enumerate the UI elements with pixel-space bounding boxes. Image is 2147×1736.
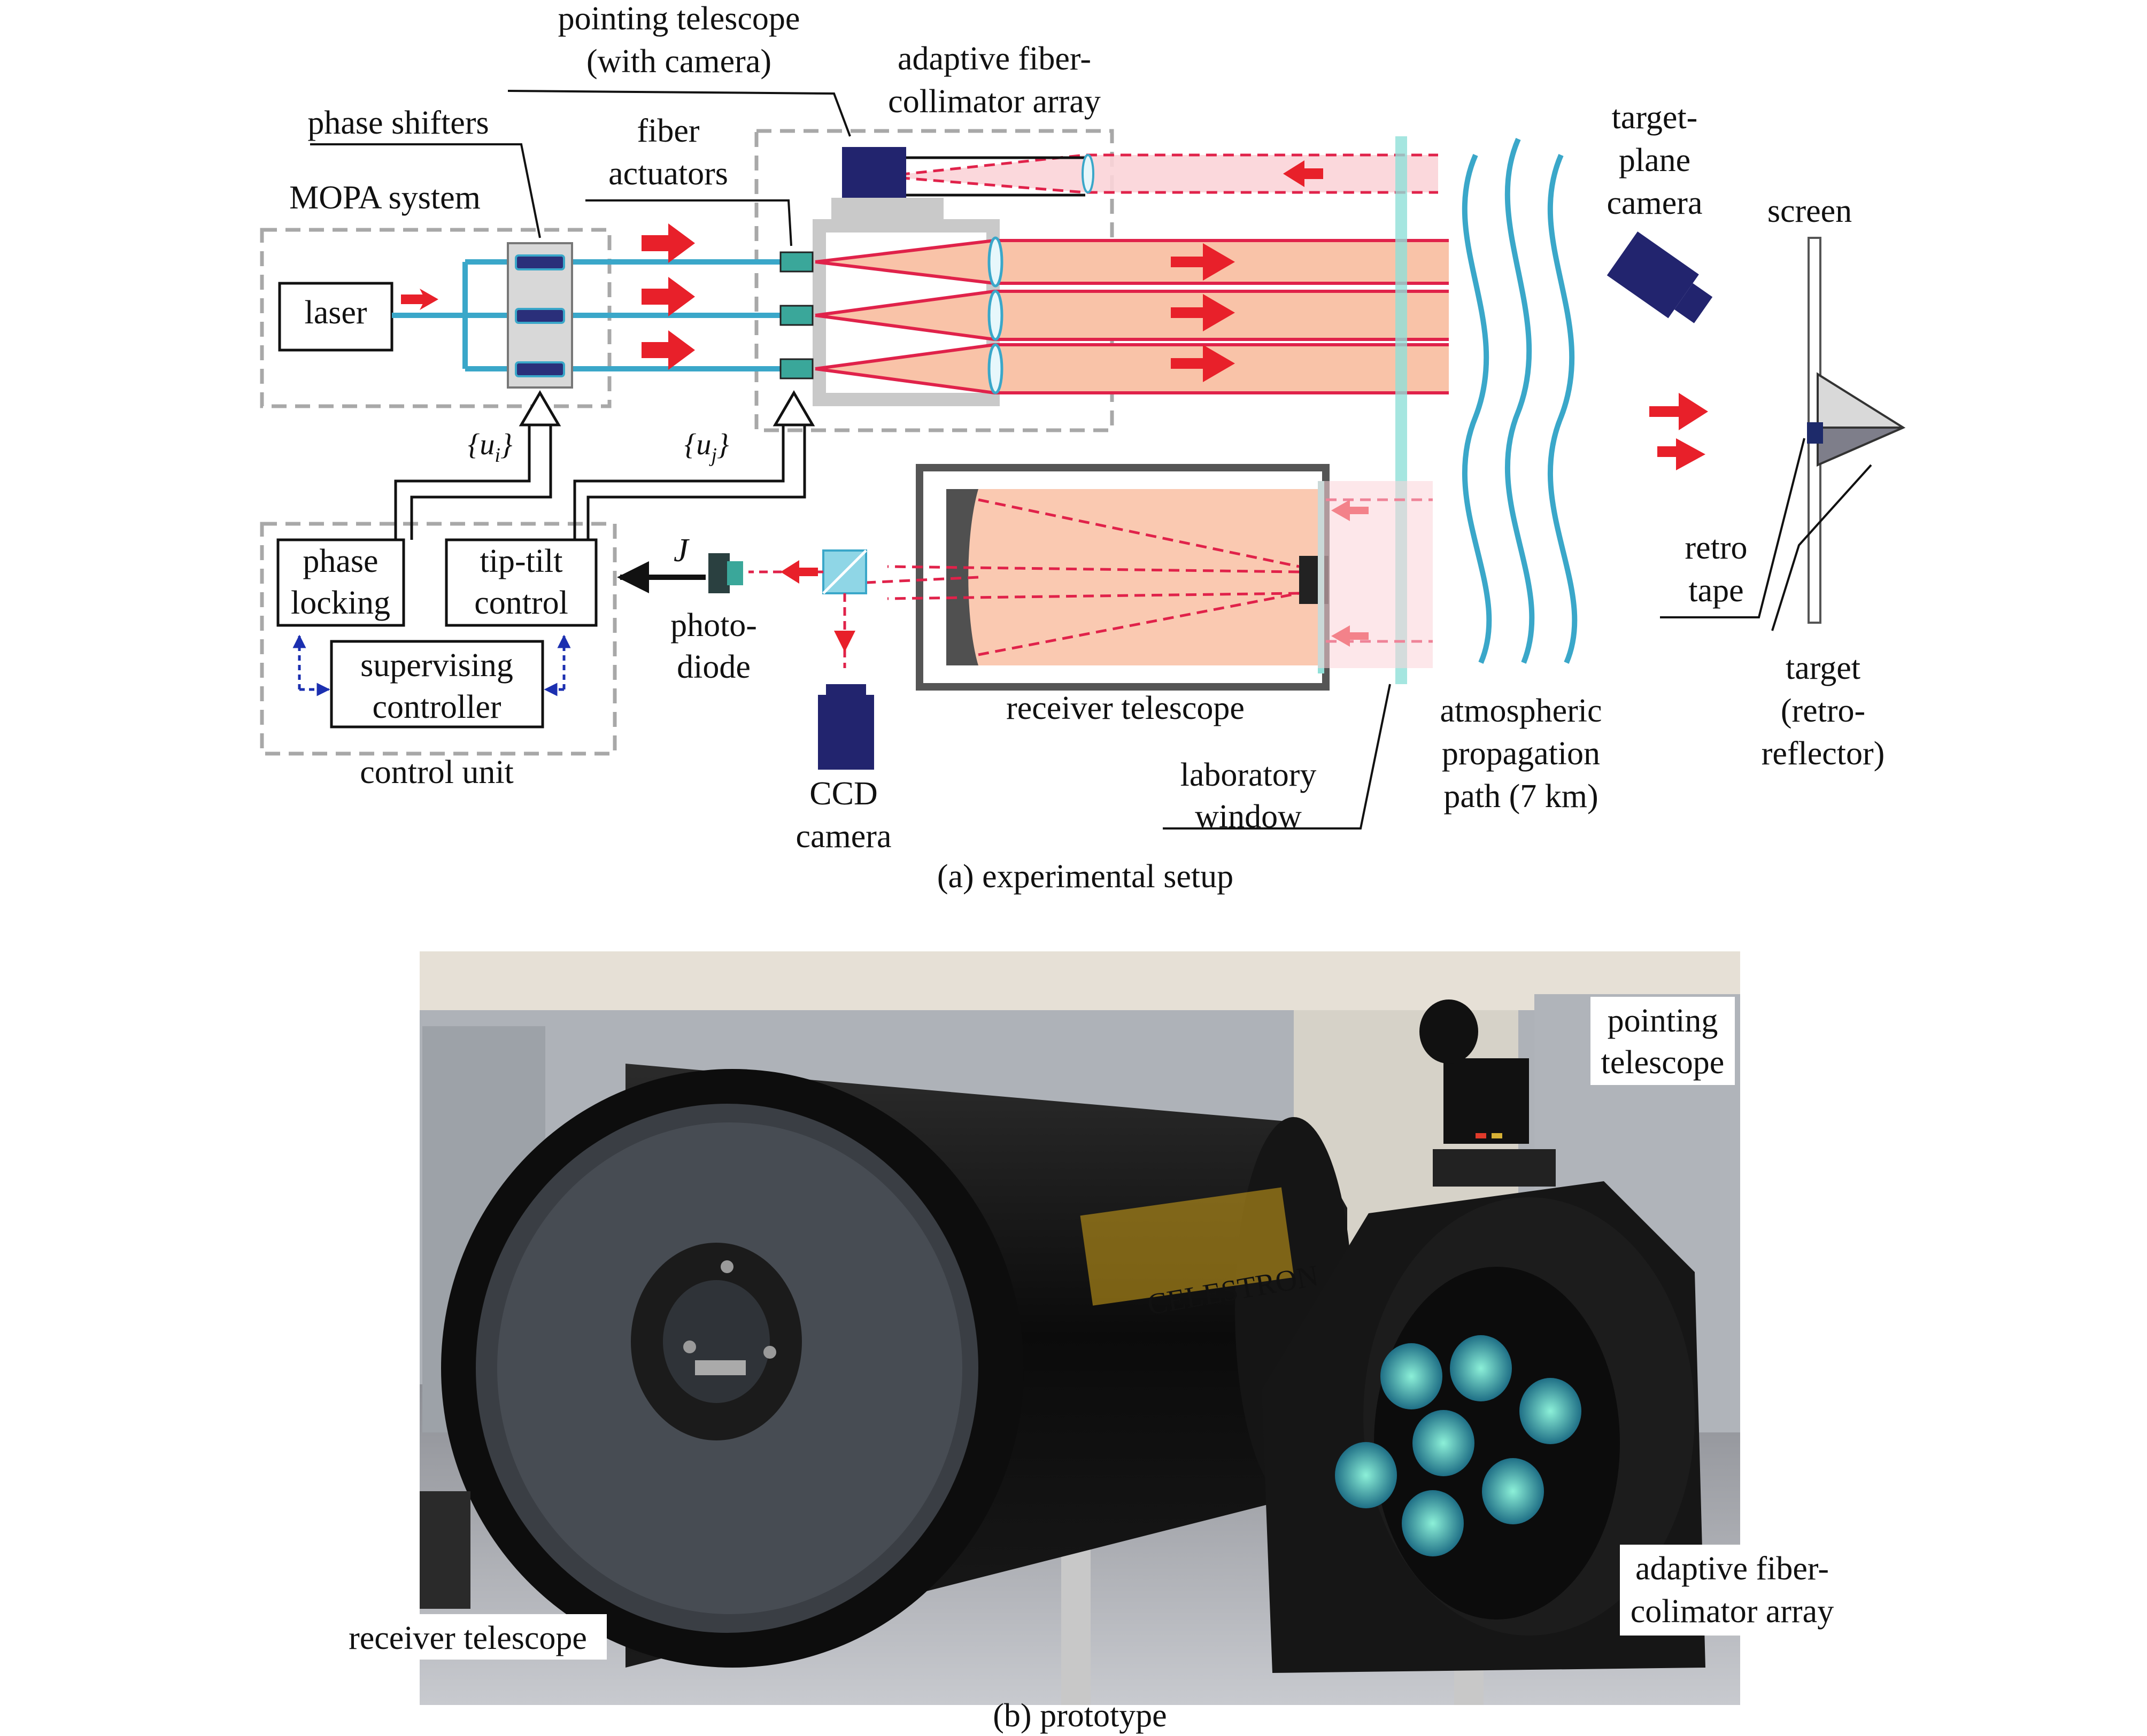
tip-tilt-control-box bbox=[445, 538, 598, 627]
atmospheric-waves bbox=[1462, 138, 1578, 664]
outgoing-beams bbox=[815, 236, 1449, 394]
label-control-unit: control unit bbox=[360, 754, 514, 790]
photo-label-receiver-telescope: receiver telescope bbox=[349, 1620, 587, 1656]
fiber-actuators bbox=[779, 251, 814, 379]
detection-branch bbox=[617, 549, 874, 770]
beam-arrows-mopa bbox=[642, 223, 695, 370]
label-ccd: CCD bbox=[809, 776, 877, 812]
pointing-telescope-photo bbox=[1419, 999, 1556, 1187]
photo-label-adaptive-1: adaptive fiber- bbox=[1635, 1551, 1829, 1587]
photo-label-adaptive-2: colimator array bbox=[1631, 1593, 1834, 1630]
label-u-i: {ui} bbox=[468, 428, 512, 467]
label-phase: phase bbox=[303, 543, 378, 579]
control-feedback-arrows bbox=[292, 634, 571, 696]
label-camera: camera bbox=[796, 818, 892, 855]
label-propagation: propagation bbox=[1442, 735, 1600, 772]
prototype-photo: CELESTRON bbox=[331, 951, 1844, 1734]
label-control: control bbox=[474, 585, 568, 621]
collimator-array bbox=[1262, 1181, 1705, 1673]
label-supervising: supervising bbox=[360, 647, 513, 684]
label-atmospheric: atmospheric bbox=[1440, 693, 1602, 729]
setup-diagram: laser bbox=[260, 1, 1906, 895]
label-target-plane-1: target- bbox=[1612, 99, 1698, 136]
pointing-camera bbox=[842, 147, 906, 198]
label-photo: photo- bbox=[670, 607, 757, 644]
label-target-plane-3: camera bbox=[1607, 185, 1703, 221]
label-adaptive-array-1: adaptive fiber- bbox=[898, 41, 1091, 77]
label-retro: retro bbox=[1685, 530, 1747, 566]
label-actuators: actuators bbox=[608, 156, 728, 192]
pointing-telescope-beam bbox=[842, 147, 1438, 198]
caption-setup: (a) experimental setup bbox=[937, 858, 1233, 895]
photo-label-telescope: telescope bbox=[1601, 1044, 1725, 1081]
label-path: path (7 km) bbox=[1443, 778, 1598, 815]
label-u-j: {uj} bbox=[684, 428, 729, 467]
phase-shifter-elements bbox=[515, 254, 565, 377]
target-plane-camera bbox=[1607, 231, 1713, 323]
supervising-controller-box bbox=[330, 640, 544, 728]
control-unit-box bbox=[260, 522, 617, 756]
label-fiber: fiber bbox=[637, 113, 699, 149]
label-reflector: reflector) bbox=[1762, 735, 1885, 772]
caption-prototype: (b) prototype bbox=[993, 1698, 1167, 1734]
leader-lines bbox=[310, 90, 1872, 830]
ccd-camera bbox=[818, 695, 874, 770]
label-adaptive-array-2: collimator array bbox=[888, 83, 1101, 120]
label-target-plane-2: plane bbox=[1619, 142, 1690, 179]
label-controller: controller bbox=[372, 689, 501, 725]
receiver-telescope bbox=[866, 464, 1433, 691]
phase-locking-box bbox=[276, 538, 405, 627]
label-laboratory: laboratory bbox=[1180, 757, 1317, 793]
label-receiver-telescope: receiver telescope bbox=[1006, 690, 1245, 726]
label-diode: diode bbox=[677, 649, 751, 685]
control-signal-lines bbox=[394, 390, 815, 540]
label-mopa-system: MOPA system bbox=[289, 180, 481, 216]
label-pointing-telescope-1: pointing telescope bbox=[558, 1, 800, 37]
label-window: window bbox=[1195, 799, 1302, 835]
label-retro-open: (retro- bbox=[1781, 693, 1865, 729]
label-screen: screen bbox=[1767, 193, 1852, 229]
label-tape: tape bbox=[1688, 572, 1743, 609]
photodiode bbox=[708, 553, 730, 593]
laser-label: laser bbox=[304, 294, 367, 331]
label-locking: locking bbox=[291, 585, 390, 621]
label-target: target bbox=[1786, 650, 1860, 686]
beam-arrow-laser bbox=[420, 289, 438, 310]
label-J: J bbox=[674, 532, 690, 569]
photo-label-pointing: pointing bbox=[1608, 1003, 1718, 1039]
target-arrows bbox=[1649, 393, 1708, 470]
label-pointing-telescope-2: (with camera) bbox=[586, 43, 771, 80]
label-tip-tilt: tip-tilt bbox=[480, 543, 563, 579]
label-phase-shifters: phase shifters bbox=[307, 105, 489, 141]
